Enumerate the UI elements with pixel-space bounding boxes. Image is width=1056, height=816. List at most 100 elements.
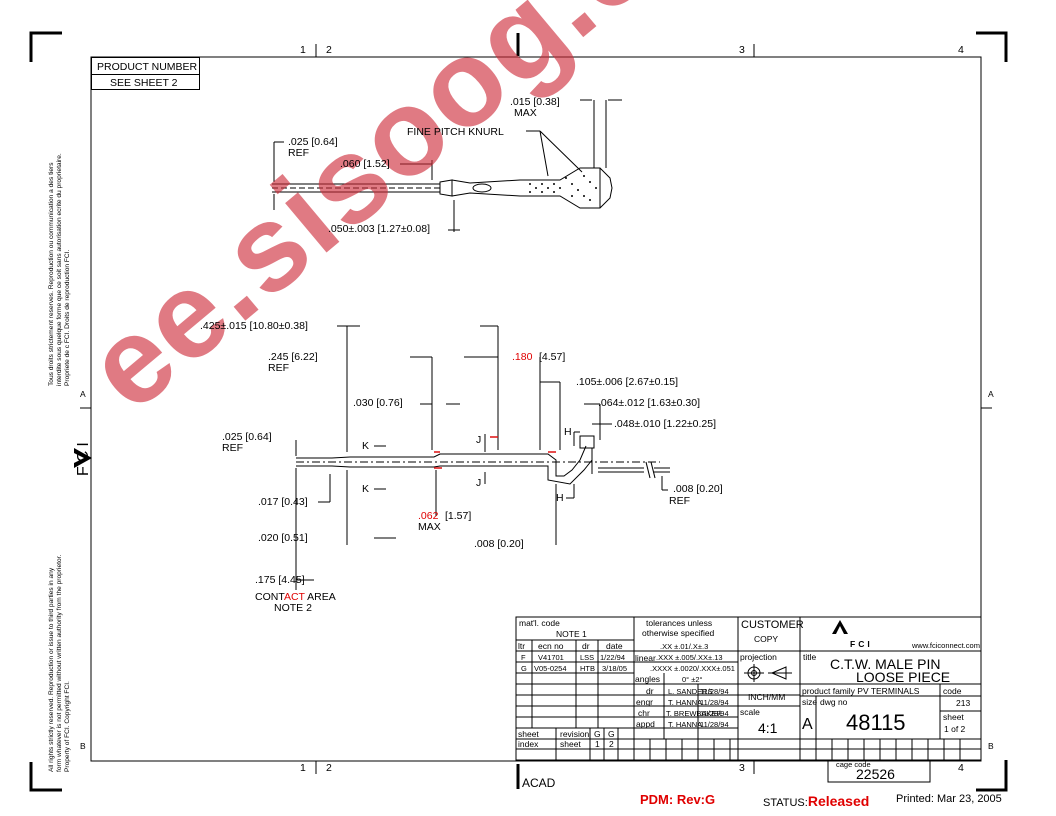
- section-j-top: J: [476, 434, 482, 446]
- dim-060: .060 [1.52]: [340, 158, 390, 170]
- dwg-no-label: dwg no: [820, 697, 848, 707]
- dim-008-right: .008 [0.20]: [673, 483, 723, 495]
- logo-letters: FCI: [850, 639, 873, 649]
- rev-f-date: 1/22/94: [600, 653, 626, 662]
- zone-row-b-left: B: [80, 741, 86, 751]
- fine-pitch-knurl-label: FINE PITCH KNURL: [407, 126, 504, 138]
- legal-english-line-3: Property of FCI. Copyright FCI.: [64, 681, 71, 772]
- projection-symbol-icon: [744, 664, 792, 682]
- legal-english-line-1: All rights strictly reserved. Reproducti…: [48, 567, 55, 772]
- rev-header-date: date: [606, 641, 623, 651]
- title-line-2: LOOSE PIECE: [856, 669, 951, 685]
- rev-g-2: G: [608, 729, 615, 739]
- dim-025-top: .025 [0.64]: [288, 136, 338, 148]
- role-engr: engr: [636, 697, 654, 707]
- dim-008: .008 [0.20]: [474, 538, 524, 550]
- dim-008-right-ref: REF: [669, 495, 690, 507]
- section-h-bottom: H: [556, 492, 564, 504]
- zone-bottom-4: 4: [958, 762, 964, 774]
- rev-g-ltr: G: [521, 664, 527, 673]
- section-h-top: H: [564, 426, 572, 438]
- dim-025-top-ref: REF: [288, 147, 309, 159]
- zone-row-a-right: A: [988, 389, 994, 399]
- dim-015-max: MAX: [514, 107, 537, 119]
- code-label: code: [943, 686, 962, 696]
- legal-english-line-2: form whatever is not permitted without w…: [56, 554, 63, 772]
- person-engr: T. HANNA: [668, 698, 703, 707]
- rev-g-dr: HTB: [580, 664, 595, 673]
- zone-top-4: 4: [958, 44, 964, 56]
- rev-header-ltr: ltr: [518, 641, 526, 651]
- dim-062-red: .062: [418, 510, 439, 522]
- units-label: INCH/MM: [748, 692, 786, 702]
- side-logo-letters: FCI: [75, 438, 92, 476]
- status-line: STATUS:Released: [763, 793, 869, 809]
- section-k-top: K: [362, 440, 370, 452]
- dim-025-side: .025 [0.64]: [222, 431, 272, 443]
- zone-bottom-1: 1: [300, 762, 306, 774]
- zone-bottom-2: 2: [326, 762, 332, 774]
- revision-header: revision: [560, 729, 590, 739]
- matl-code-label: mat'l. code: [519, 618, 560, 628]
- product-number-divider: [91, 74, 200, 75]
- scale-value: 4:1: [758, 720, 778, 736]
- dim-050: .050±.003 [1.27±0.08]: [328, 223, 431, 235]
- acad-label: ACAD: [522, 776, 556, 790]
- copy-label: COPY: [754, 634, 779, 644]
- sheet-index-1: 1: [595, 739, 600, 749]
- rev-header-ecn: ecn no: [538, 641, 564, 651]
- rev-f-dr: LSS: [580, 653, 595, 662]
- matl-code-value: NOTE 1: [556, 629, 587, 639]
- product-number-label: PRODUCT NUMBER: [97, 61, 198, 73]
- cage-code-value: 22526: [856, 766, 895, 782]
- title-block-grid: [515, 616, 982, 783]
- dim-025-side-ref: REF: [222, 442, 243, 454]
- dim-175: .175 [4.45]: [255, 574, 305, 586]
- zone-row-b-right: B: [988, 741, 994, 751]
- status-value: Released: [807, 793, 870, 809]
- zone-row-a-left: A: [80, 389, 86, 399]
- rev-f-ltr: F: [521, 653, 526, 662]
- legal-french-line-2: interdite sous quelque forme que ce soit…: [56, 153, 63, 386]
- legal-french-line-3: Propriete de c FCI. Droits de reproducti…: [64, 249, 71, 386]
- legal-french-line-1: Tous droits strictement reserves. Reprod…: [48, 162, 55, 386]
- dim-062-max: MAX: [418, 521, 441, 533]
- rev-g-ecn: V05-0254: [534, 664, 567, 673]
- zone-bottom-3: 3: [739, 762, 745, 774]
- knurl-pattern: [529, 175, 597, 201]
- dwg-no-value: 48115: [846, 710, 906, 735]
- tolerance-xx: .XX ±.01/.X±.3: [660, 642, 709, 651]
- contact-area-label: CONTACT AREA: [255, 592, 336, 603]
- sheet-header: sheet: [518, 729, 539, 739]
- date-engr: 11/28/94: [700, 698, 729, 707]
- tolerance-xxx: .XXX ±.005/.XX±.13: [656, 653, 723, 662]
- role-chr: chr: [638, 708, 650, 718]
- product-number-box: [91, 57, 200, 90]
- rev-header-dr: dr: [582, 641, 590, 651]
- person-appd: T. HANNA: [668, 720, 703, 729]
- date-appd: 11/28/94: [700, 720, 729, 729]
- size-label: size: [802, 697, 818, 707]
- rev-g-date: 3/18/05: [602, 664, 628, 673]
- zone-top-3: 3: [739, 44, 745, 56]
- contact-area-part-3: AREA: [304, 591, 336, 603]
- contact-area-part-1: CONT: [255, 591, 284, 603]
- customer-label: CUSTOMER: [741, 619, 804, 631]
- fci-logo-icon: [74, 448, 848, 634]
- index-header: index: [518, 739, 539, 749]
- product-family: product family PV TERMINALS: [802, 686, 920, 696]
- dim-048: .048±.010 [1.22±0.25]: [614, 418, 717, 430]
- cage-code-label: cage code: [836, 760, 871, 769]
- size-value: A: [802, 716, 813, 733]
- contact-area-part-2: ACT: [283, 591, 305, 603]
- printed-date: Printed: Mar 23, 2005: [896, 793, 1002, 805]
- role-appd: appd: [636, 719, 655, 729]
- dim-017: .017 [0.43]: [258, 496, 308, 508]
- dim-180-red: .180: [512, 351, 533, 363]
- dim-180-metric: [4.57]: [539, 351, 566, 363]
- pdm-revision: PDM: Rev:G: [640, 792, 716, 807]
- dim-030: .030 [0.76]: [353, 397, 403, 409]
- dim-105: .105±.006 [2.67±0.15]: [576, 376, 679, 388]
- title-line-1: C.T.W. MALE PIN: [830, 656, 941, 672]
